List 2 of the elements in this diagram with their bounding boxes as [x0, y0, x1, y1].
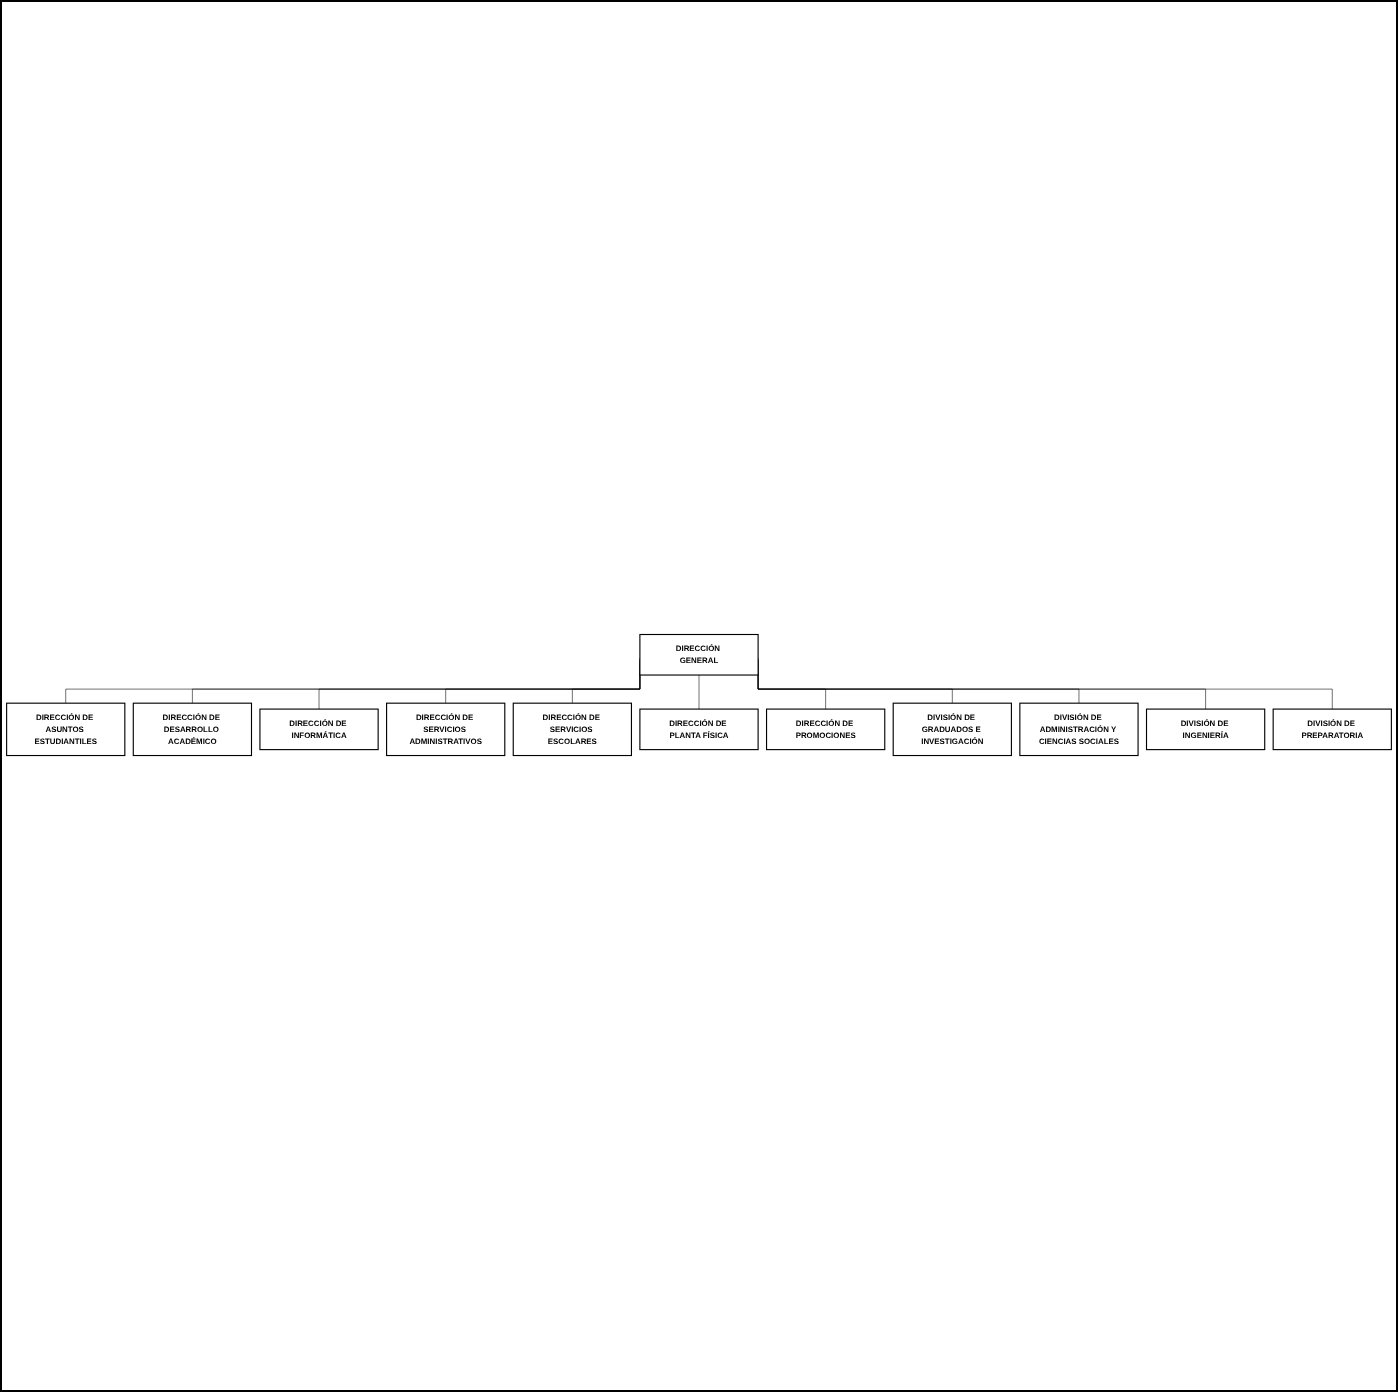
connector: [698, 675, 700, 711]
connector: [572, 671, 641, 705]
